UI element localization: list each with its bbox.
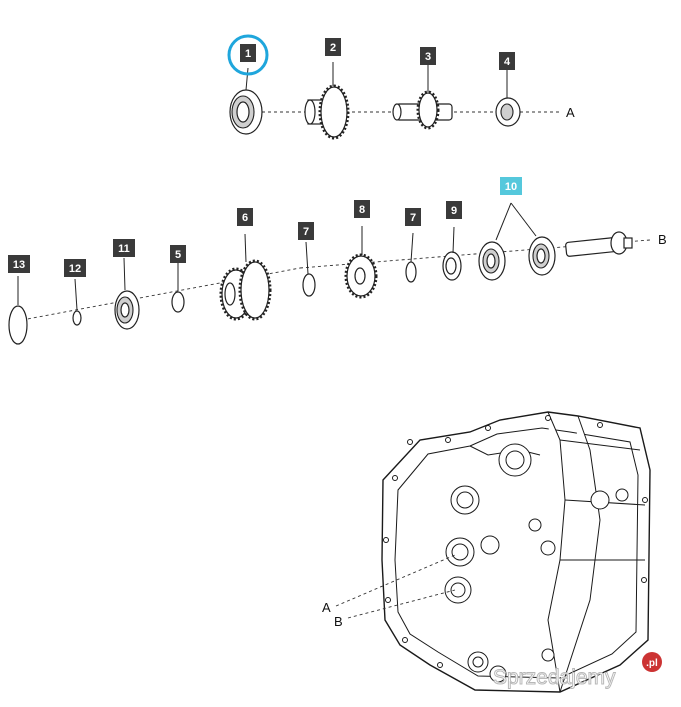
svg-text:3: 3: [425, 51, 431, 63]
part-7a-circlip: [302, 273, 316, 297]
svg-text:13: 13: [13, 259, 25, 271]
callout-12[interactable]: 12: [64, 259, 86, 277]
watermark-domain: .pl: [646, 658, 658, 669]
svg-text:9: 9: [451, 205, 457, 217]
leader-11: [123, 257, 126, 291]
svg-text:5: 5: [175, 249, 181, 261]
leader-6: [244, 233, 247, 263]
highlight-circle-1: [227, 34, 269, 76]
leader-10b: [510, 202, 537, 237]
callout-3[interactable]: 3: [420, 47, 436, 65]
callout-1[interactable]: 1: [240, 44, 256, 62]
callout-4[interactable]: 4: [499, 52, 515, 70]
part-12-snap-ring: [72, 310, 82, 326]
svg-text:12: 12: [69, 263, 81, 275]
part-10-bearing-b: [528, 236, 556, 276]
output-shaft: [565, 231, 633, 257]
axis-line-b-right: [299, 239, 651, 269]
axis-line-b-bottom: [347, 589, 456, 619]
leader-7a: [305, 241, 309, 275]
leader-9: [452, 226, 455, 254]
leader-10a: [495, 202, 512, 241]
svg-text:4: 4: [504, 56, 511, 68]
svg-text:7: 7: [410, 212, 416, 224]
transmission-housing: [381, 411, 651, 693]
part-7b-circlip: [405, 261, 417, 283]
watermark-text: Sprzedajemy: [493, 666, 616, 689]
callout-10[interactable]: 10: [500, 177, 522, 195]
axis-label-a-top: A: [566, 105, 575, 120]
part-9-washer: [442, 251, 462, 281]
svg-text:1: 1: [245, 48, 251, 60]
svg-text:10: 10: [505, 181, 517, 193]
leader-7b: [410, 232, 414, 263]
part-1-bearing: [229, 89, 263, 135]
housing-axis-a: A: [322, 554, 456, 615]
callout-8[interactable]: 8: [354, 200, 370, 218]
axis-label-b-bottom: B: [334, 614, 343, 629]
svg-text:11: 11: [118, 243, 130, 255]
callout-tags: 1 2 3 4 6 7 8 7 9 10 13 12 11 5: [8, 38, 522, 277]
watermark: Sprzedajemy .pl: [493, 652, 662, 690]
housing-axis-b: B: [334, 589, 456, 629]
part-13-o-ring: [8, 305, 28, 345]
leader-1: [245, 67, 249, 91]
svg-text:7: 7: [303, 226, 309, 238]
callout-6[interactable]: 6: [237, 208, 253, 226]
callout-7a[interactable]: 7: [298, 222, 314, 240]
callout-7b[interactable]: 7: [405, 208, 421, 226]
part-11-bearing: [114, 290, 140, 330]
leader-12: [74, 278, 78, 311]
part-3-shaft: [392, 90, 453, 130]
callout-5[interactable]: 5: [170, 245, 186, 263]
part-4-ring: [495, 97, 521, 127]
callout-11[interactable]: 11: [113, 239, 135, 257]
svg-text:2: 2: [330, 42, 336, 54]
part-6-double-gear: [219, 259, 272, 321]
axis-label-b-top: B: [658, 232, 667, 247]
callout-13[interactable]: 13: [8, 255, 30, 273]
part-5-washer: [171, 291, 185, 313]
part-8-gear: [344, 253, 378, 299]
watermark-badge-icon: [642, 652, 662, 672]
part-10-bearing-a: [478, 241, 506, 281]
svg-text:8: 8: [359, 204, 365, 216]
axis-label-a-bottom: A: [322, 600, 331, 615]
callout-9[interactable]: 9: [446, 201, 462, 219]
callout-2[interactable]: 2: [325, 38, 341, 56]
svg-text:6: 6: [242, 212, 248, 224]
part-2-gear: [304, 84, 350, 140]
